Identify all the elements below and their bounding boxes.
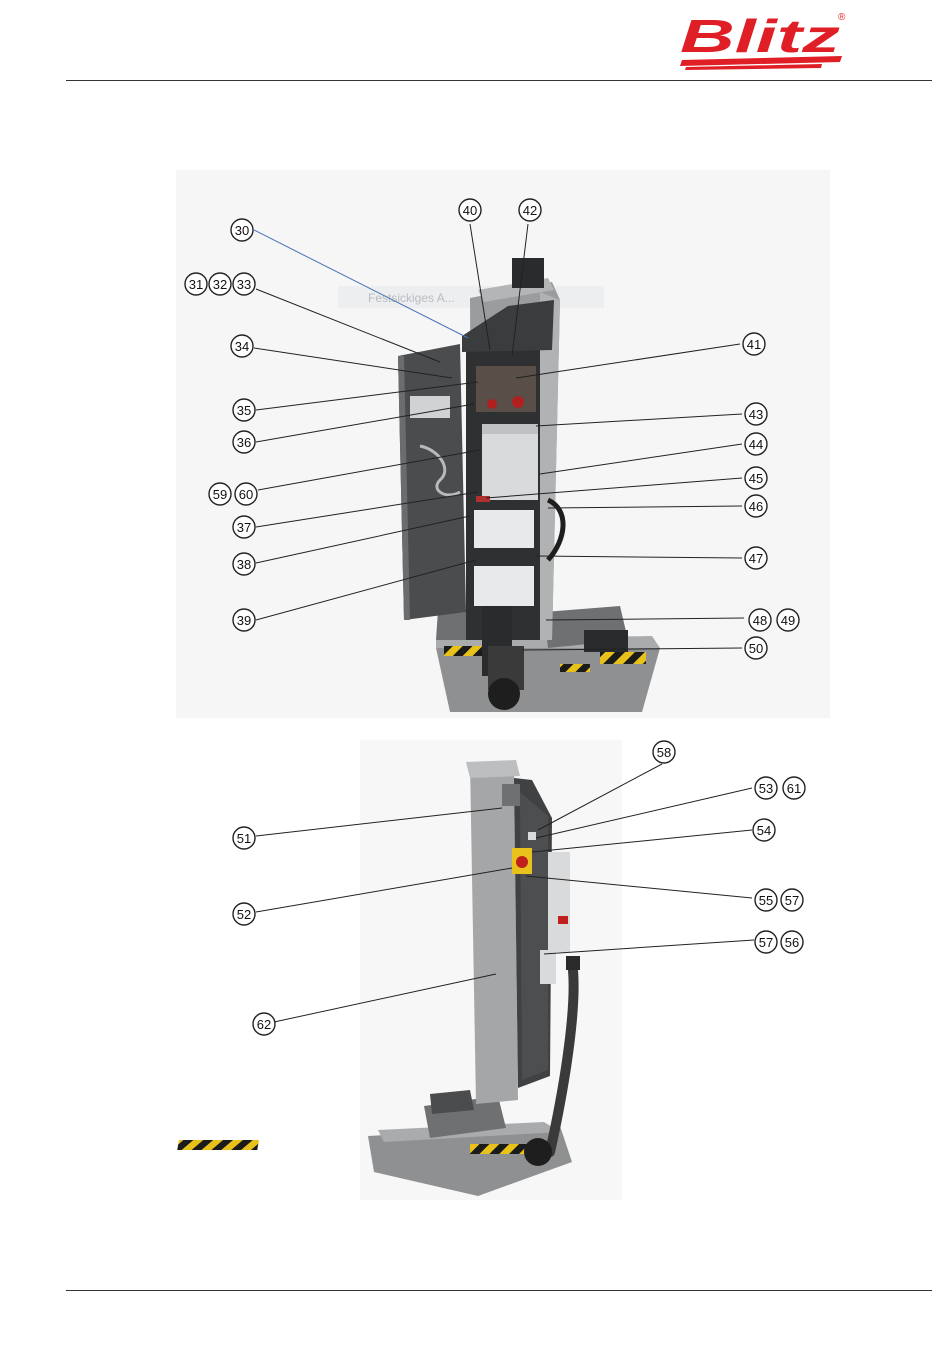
callout-62: 62 [253, 1013, 275, 1035]
cable-red [476, 496, 490, 502]
callout-49: 49 [777, 609, 799, 631]
callout-52: 52 [233, 903, 255, 925]
svg-text:30: 30 [235, 223, 249, 238]
callout-50: 50 [745, 637, 767, 659]
callout-60: 60 [235, 483, 257, 505]
vent-grille [502, 784, 520, 806]
wiring-top [476, 366, 536, 412]
callout-45: 45 [745, 467, 767, 489]
label-plate [540, 950, 556, 984]
svg-text:49: 49 [781, 613, 795, 628]
callout-32: 32 [209, 273, 231, 295]
emergency-stop-button [516, 856, 528, 868]
svg-text:43: 43 [749, 407, 763, 422]
svg-text:48: 48 [753, 613, 767, 628]
callout-34: 34 [231, 335, 253, 357]
hazard-strip-left [444, 646, 484, 656]
callout-58: 58 [653, 741, 675, 763]
svg-text:50: 50 [749, 641, 763, 656]
instruction-board [548, 852, 570, 952]
svg-text:34: 34 [235, 339, 249, 354]
svg-text:57: 57 [785, 893, 799, 908]
column-top-block [512, 258, 544, 288]
svg-text:42: 42 [523, 203, 537, 218]
callout-39: 39 [233, 609, 255, 631]
svg-text:36: 36 [237, 435, 251, 450]
svg-text:40: 40 [463, 203, 477, 218]
callout-54: 54 [753, 819, 775, 841]
svg-text:57: 57 [759, 935, 773, 950]
bottom-fork-pad [430, 1090, 474, 1114]
svg-text:45: 45 [749, 471, 763, 486]
callout-44: 44 [745, 433, 767, 455]
callout-48: 48 [749, 609, 771, 631]
handle-grip [566, 956, 580, 970]
wheel [488, 678, 520, 710]
contactor-upper [474, 510, 534, 548]
bottom-column-top [466, 760, 520, 778]
svg-text:60: 60 [239, 487, 253, 502]
svg-text:33: 33 [237, 277, 251, 292]
bottom-hazard-1 [177, 1140, 259, 1150]
bottom-column [470, 762, 518, 1104]
motor-unit-shade [482, 424, 538, 434]
svg-text:52: 52 [237, 907, 251, 922]
callout-61: 61 [783, 777, 805, 799]
callout-42: 42 [519, 199, 541, 221]
callout-47: 47 [745, 547, 767, 569]
callout-57b: 57 [755, 931, 777, 953]
callout-41: 41 [743, 333, 765, 355]
svg-text:53: 53 [759, 781, 773, 796]
svg-text:35: 35 [237, 403, 251, 418]
svg-text:38: 38 [237, 557, 251, 572]
svg-text:46: 46 [749, 499, 763, 514]
board-red-tag [558, 916, 568, 924]
callout-43: 43 [745, 403, 767, 425]
svg-text:37: 37 [237, 520, 251, 535]
callout-55: 55 [755, 889, 777, 911]
callout-37: 37 [233, 516, 255, 538]
callout-57a: 57 [781, 889, 803, 911]
relay-red-1 [512, 396, 524, 408]
relay-red-2 [487, 399, 497, 409]
svg-text:62: 62 [257, 1017, 271, 1032]
callout-56: 56 [781, 931, 803, 953]
motor-unit [482, 424, 538, 500]
svg-text:31: 31 [189, 277, 203, 292]
svg-text:39: 39 [237, 613, 251, 628]
callout-53: 53 [755, 777, 777, 799]
hazard-strip-mid [560, 664, 590, 672]
callout-31: 31 [185, 273, 207, 295]
bottom-hazard-2 [470, 1144, 530, 1154]
svg-text:55: 55 [759, 893, 773, 908]
callout-59: 59 [209, 483, 231, 505]
callout-35: 35 [233, 399, 255, 421]
hazard-strip-right [600, 652, 646, 664]
indicator-light [528, 832, 536, 840]
svg-text:41: 41 [747, 337, 761, 352]
callout-33: 33 [233, 273, 255, 295]
faded-caption-text: Festsickiges A... [368, 291, 455, 305]
callout-40: 40 [459, 199, 481, 221]
svg-text:51: 51 [237, 831, 251, 846]
door-label [410, 396, 450, 418]
bottom-wheel [524, 1138, 552, 1166]
contactor-lower [474, 566, 534, 606]
svg-text:59: 59 [213, 487, 227, 502]
svg-text:58: 58 [657, 745, 671, 760]
callout-46: 46 [745, 495, 767, 517]
svg-text:61: 61 [787, 781, 801, 796]
callout-38: 38 [233, 553, 255, 575]
svg-text:54: 54 [757, 823, 771, 838]
callout-51: 51 [233, 827, 255, 849]
callout-36: 36 [233, 431, 255, 453]
svg-text:44: 44 [749, 437, 763, 452]
svg-text:47: 47 [749, 551, 763, 566]
callout-30: 30 [231, 219, 253, 241]
svg-text:56: 56 [785, 935, 799, 950]
svg-text:32: 32 [213, 277, 227, 292]
footer-rule [66, 1290, 932, 1291]
